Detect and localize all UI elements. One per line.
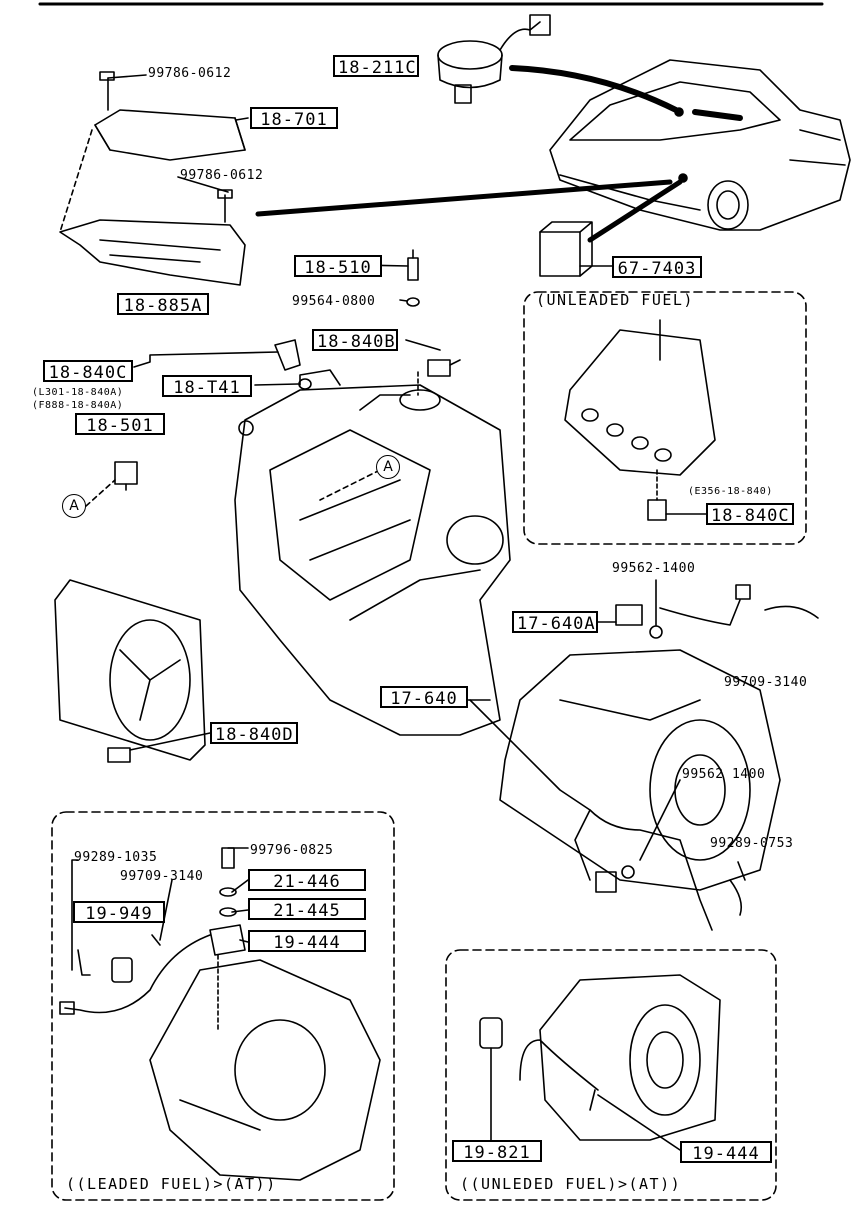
caption-unleded-at: ((UNLEDED FUEL)>(AT)) xyxy=(460,1175,682,1193)
washer-number-99562-1400-top: 99562-1400 xyxy=(612,561,696,576)
caption-unleaded-fuel: (UNLEADED FUEL) xyxy=(536,291,694,309)
unleaded-fuel-region xyxy=(523,291,807,545)
leader-thick-2 xyxy=(255,179,673,217)
part-18-211c xyxy=(437,14,551,104)
part-label-67-7403[interactable]: 67-7403 xyxy=(612,256,702,279)
part-21-446-445 xyxy=(219,847,237,917)
clip-number-99709-3140-bottom: 99709-3140 xyxy=(120,869,204,884)
part-label-18-211c[interactable]: 18-211C xyxy=(333,55,419,78)
alt-number-f888: (F888-18-840A) xyxy=(32,400,124,411)
part-label-18-840b[interactable]: 18-840B xyxy=(312,329,398,352)
part-17-640-cable xyxy=(469,699,743,931)
unleded-at-region xyxy=(445,949,777,1201)
part-67-7403 xyxy=(539,221,593,277)
washer-number-99562-1400-mid: 99562 1400 xyxy=(682,767,766,782)
transaxle-at-leaded xyxy=(149,959,381,1181)
bolt-number-99796-0825: 99796-0825 xyxy=(250,843,334,858)
reference-marker-a-left: A xyxy=(62,494,86,518)
part-label-18-510[interactable]: 18-510 xyxy=(294,255,382,278)
part-label-17-640[interactable]: 17-640 xyxy=(380,686,468,709)
part-18-510 xyxy=(406,249,420,307)
clip-number-99709-3140-top: 99709-3140 xyxy=(724,675,808,690)
part-18-701 xyxy=(94,71,246,161)
part-18-885a xyxy=(59,129,246,286)
clip-number-99289-0753: 99289-0753 xyxy=(710,836,794,851)
leader-thick-3 xyxy=(587,179,683,243)
part-19-949 xyxy=(59,934,211,1015)
part-18-t41 xyxy=(274,339,312,390)
bolt-number-99786-0612-top: 99786-0612 xyxy=(148,66,232,81)
car-illustration xyxy=(549,59,851,231)
part-label-18-840c[interactable]: 18-840C xyxy=(43,360,133,383)
alt-number-l301: (L301-18-840A) xyxy=(32,387,124,398)
part-label-17-640a[interactable]: 17-640A xyxy=(512,611,598,634)
intake-manifold-unleaded xyxy=(564,319,716,521)
part-label-18-701[interactable]: 18-701 xyxy=(250,107,338,130)
radiator-fan-shroud xyxy=(54,579,206,763)
part-18-840b xyxy=(417,359,461,396)
part-19-821 xyxy=(479,1017,503,1141)
part-label-19-949[interactable]: 19-949 xyxy=(73,901,165,924)
part-label-21-445[interactable]: 21-445 xyxy=(248,898,366,921)
reference-marker-a-engine: A xyxy=(376,455,400,479)
part-label-19-444-unleded[interactable]: 19-444 xyxy=(680,1141,772,1164)
part-label-18-501[interactable]: 18-501 xyxy=(75,413,165,436)
part-19-444-a xyxy=(209,924,246,1031)
part-label-19-821[interactable]: 19-821 xyxy=(452,1140,542,1163)
part-label-18-t41[interactable]: 18-T41 xyxy=(162,375,252,398)
part-label-18-840d[interactable]: 18-840D xyxy=(210,722,298,745)
part-18-501 xyxy=(114,461,138,491)
washer-number-99564-0800: 99564-0800 xyxy=(292,294,376,309)
part-label-21-446[interactable]: 21-446 xyxy=(248,869,366,892)
alt-number-e356: (E356-18-840) xyxy=(688,486,773,497)
leaded-at-region xyxy=(51,811,395,1201)
engine-block xyxy=(234,369,511,736)
bolt-number-99786-0612-mid: 99786-0612 xyxy=(180,168,264,183)
part-label-18-840c-unleaded[interactable]: 18-840C xyxy=(706,503,794,526)
caption-leaded-at: ((LEADED FUEL)>(AT)) xyxy=(66,1175,277,1193)
part-label-18-885a[interactable]: 18-885A xyxy=(117,293,209,316)
transaxle-at-unleded xyxy=(539,974,721,1141)
part-17-640a xyxy=(615,584,819,639)
clip-number-99289-1035: 99289-1035 xyxy=(74,850,158,865)
leader-thick-1 xyxy=(509,65,679,113)
part-label-19-444-leaded[interactable]: 19-444 xyxy=(248,930,366,953)
